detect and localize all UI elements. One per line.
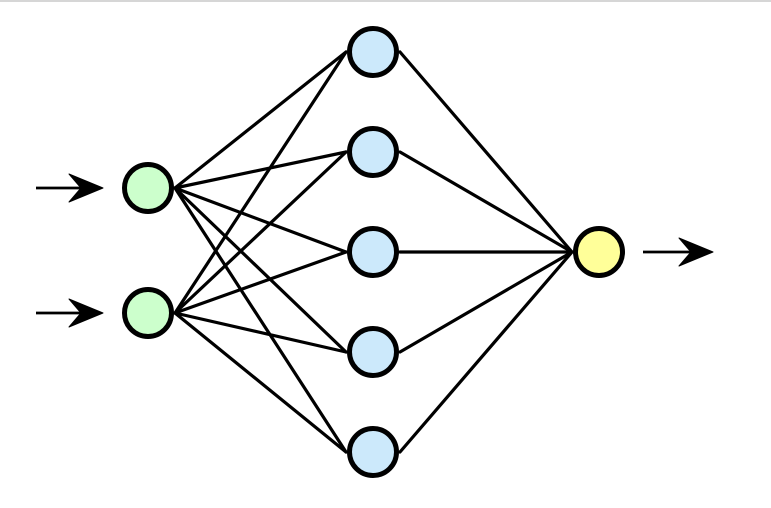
node-output-1 <box>573 226 625 278</box>
top-border-line <box>0 0 771 2</box>
node-hidden-2 <box>347 126 399 178</box>
output-arrow-head-icon <box>678 237 714 267</box>
edge-input-1-hidden-4 <box>173 186 348 354</box>
edge-input-2-hidden-5 <box>173 311 348 454</box>
node-input-1 <box>122 162 174 214</box>
node-input-2 <box>122 287 174 339</box>
input-arrow-1-head-icon <box>68 173 104 203</box>
node-hidden-3 <box>347 226 399 278</box>
input-arrow-2-head-icon <box>68 298 104 328</box>
edge-input-2-hidden-1 <box>173 50 348 315</box>
edge-hidden-4-output-1 <box>398 250 574 354</box>
edge-hidden-1-output-1 <box>398 50 574 254</box>
node-hidden-4 <box>347 326 399 378</box>
edge-hidden-2-output-1 <box>398 150 574 254</box>
edge-input-2-hidden-2 <box>173 150 348 315</box>
node-hidden-5 <box>347 426 399 478</box>
edge-input-1-hidden-1 <box>173 50 348 190</box>
edge-input-1-hidden-2 <box>173 150 348 190</box>
edge-input-2-hidden-4 <box>173 311 348 354</box>
edge-hidden-5-output-1 <box>398 250 574 454</box>
node-hidden-1 <box>347 26 399 78</box>
edge-input-2-hidden-3 <box>173 250 348 315</box>
edge-input-1-hidden-3 <box>173 186 348 254</box>
edge-input-1-hidden-5 <box>173 186 348 454</box>
